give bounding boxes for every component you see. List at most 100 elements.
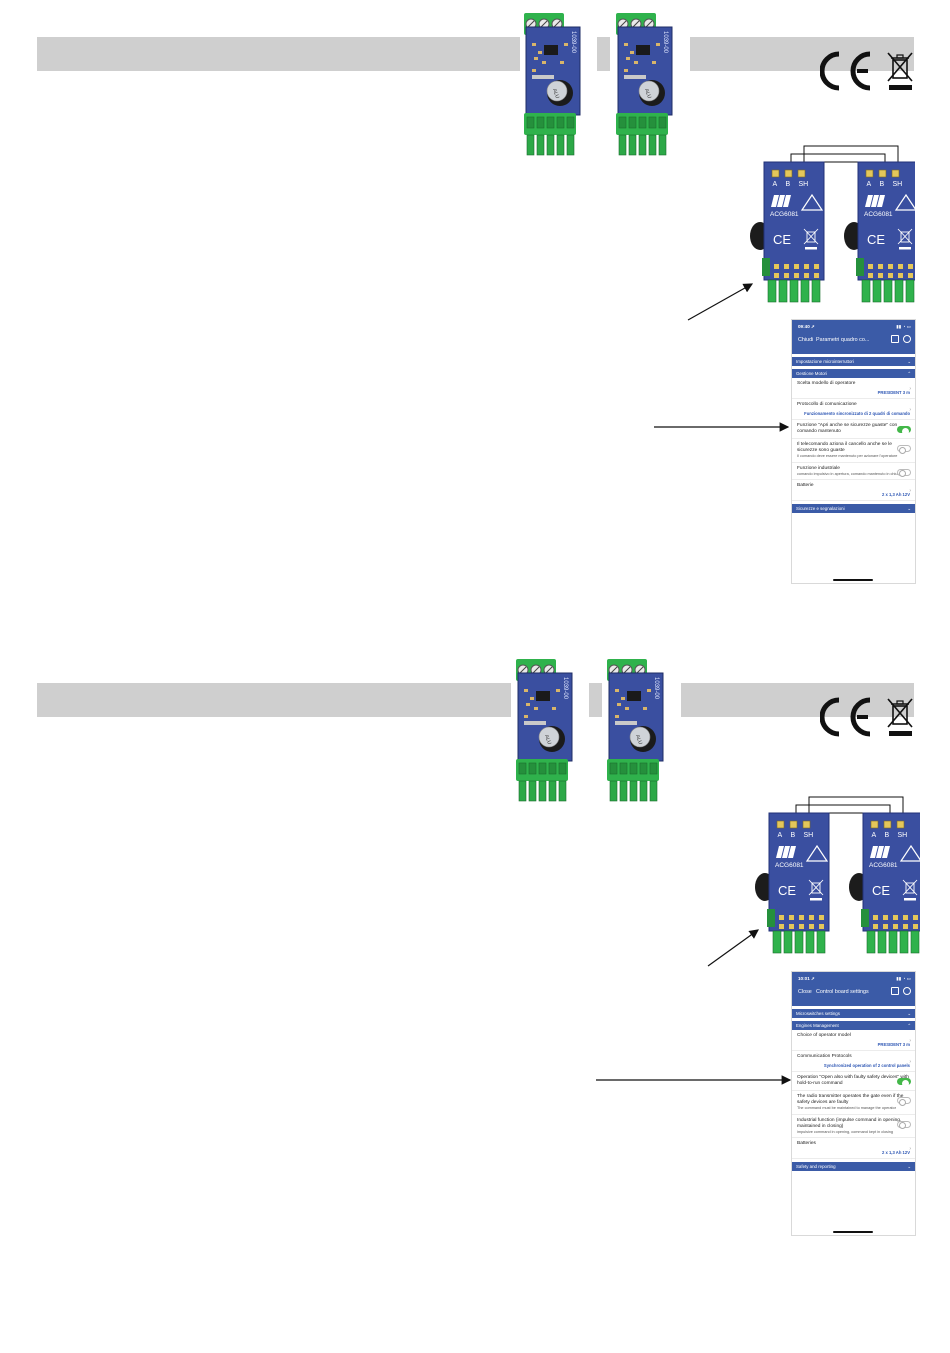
smd-component bbox=[647, 689, 651, 692]
solder-pad bbox=[814, 273, 819, 278]
status-icons: ▮▮ ◔ ▭ bbox=[896, 324, 911, 329]
board-model-label: ACG6081 bbox=[869, 862, 898, 869]
solder-pad bbox=[774, 273, 779, 278]
solder-pad bbox=[799, 915, 804, 920]
terminal-label: B bbox=[786, 181, 791, 188]
plug-pin bbox=[767, 279, 777, 303]
solder-pad bbox=[903, 924, 908, 929]
header-bar bbox=[37, 683, 511, 717]
ce-weee-marks bbox=[820, 697, 913, 737]
home-indicator bbox=[833, 1231, 873, 1233]
module-code: 1039-00 bbox=[562, 677, 568, 700]
brand-logo-icon bbox=[776, 846, 796, 858]
setting-toggle[interactable] bbox=[897, 468, 911, 478]
weee-bin-icon bbox=[902, 879, 918, 901]
save-icon[interactable] bbox=[891, 987, 899, 995]
setting-toggle[interactable] bbox=[897, 1078, 911, 1087]
brand-logo-icon bbox=[870, 846, 890, 858]
settings-group-header[interactable]: Microswitches settings⌄ bbox=[792, 1009, 915, 1018]
app-screenshot: 09:40 ➚ ▮▮ ◔ ▭ Chiudi Parametri quadro c… bbox=[791, 319, 916, 584]
setting-value: PRESIDENT 3 m bbox=[877, 1042, 910, 1047]
close-button[interactable]: Chiudi bbox=[798, 337, 814, 343]
settings-group-header[interactable]: Impostazione microinterruttori⌄ bbox=[792, 357, 915, 366]
settings-group-header[interactable]: Gestione Motori⌃ bbox=[792, 369, 915, 378]
save-icon[interactable] bbox=[891, 335, 899, 343]
plug-pin bbox=[618, 134, 627, 156]
setting-row[interactable]: Il telecomando aziona il cancello anche … bbox=[792, 439, 915, 463]
setting-description: Il comando deve essere mantenuto per azi… bbox=[797, 454, 898, 458]
plug-pin bbox=[899, 930, 909, 954]
status-time: 09:40 ➚ bbox=[798, 324, 815, 329]
solder-pad bbox=[903, 915, 908, 920]
setting-row[interactable]: The radio transmitter operates the gate … bbox=[792, 1091, 915, 1115]
solder-pad bbox=[873, 915, 878, 920]
app-title: Parametri quadro co... bbox=[816, 337, 870, 343]
settings-group-label: Sicurezze e segnalazioni bbox=[796, 506, 845, 512]
header-pins bbox=[532, 75, 554, 79]
close-button[interactable]: Close bbox=[798, 989, 812, 995]
solder-pad bbox=[898, 264, 903, 269]
capacitor-label: ALU bbox=[643, 88, 652, 100]
setting-toggle[interactable] bbox=[897, 445, 911, 454]
smd-component bbox=[534, 57, 538, 60]
module-code: 1039-00 bbox=[653, 677, 659, 700]
chip bbox=[636, 45, 650, 55]
history-icon[interactable] bbox=[903, 335, 911, 343]
smd-component bbox=[560, 61, 564, 64]
smd-component bbox=[626, 57, 630, 60]
setting-row[interactable]: Funzione "Apri anche se sicurezze guaste… bbox=[792, 420, 915, 439]
board-pcb bbox=[862, 812, 920, 932]
solder-pad bbox=[878, 273, 883, 278]
settings-group-header[interactable]: Sicurezze e segnalazioni⌄ bbox=[792, 504, 915, 514]
plug-pin bbox=[888, 930, 898, 954]
esd-warning-icon bbox=[894, 193, 915, 211]
setting-toggle[interactable] bbox=[897, 1120, 911, 1130]
setting-label: Il telecomando aziona il cancello anche … bbox=[797, 442, 892, 453]
smd-component bbox=[621, 697, 625, 700]
setting-row[interactable]: Industrial function (impulse command in … bbox=[792, 1115, 915, 1139]
terminal-pad bbox=[865, 169, 874, 178]
solder-pad bbox=[883, 924, 888, 929]
solder-pad bbox=[794, 264, 799, 269]
plug-pin bbox=[861, 279, 871, 303]
setting-label: Protocollo di comunicazione bbox=[797, 402, 857, 407]
weee-bin-icon bbox=[803, 228, 819, 250]
board-pcb bbox=[763, 161, 825, 281]
ce-mark-icon bbox=[820, 697, 871, 737]
plug-pin bbox=[629, 780, 638, 802]
smd-component bbox=[624, 69, 628, 72]
settings-group-header[interactable]: Safety and reporting⌄ bbox=[792, 1162, 915, 1172]
plug-pin bbox=[649, 780, 658, 802]
terminal-pad bbox=[789, 820, 798, 829]
ce-mark-icon: CE bbox=[867, 232, 885, 247]
plug-pin bbox=[639, 780, 648, 802]
smd-component bbox=[625, 707, 629, 710]
setting-label: Industrial function (impulse command in … bbox=[797, 1117, 902, 1129]
plug-pin bbox=[538, 780, 547, 802]
terminal-pad bbox=[802, 820, 811, 829]
history-icon[interactable] bbox=[903, 987, 911, 995]
setting-toggle[interactable] bbox=[897, 1097, 911, 1106]
settings-group-header[interactable]: Engines Management⌃ bbox=[792, 1021, 915, 1030]
plug-pin bbox=[528, 780, 537, 802]
module-code: 1039-00 bbox=[570, 31, 576, 54]
solder-pad bbox=[804, 264, 809, 269]
setting-row[interactable]: Operation "Open also with faulty safety … bbox=[792, 1072, 915, 1091]
smd-component bbox=[624, 43, 628, 46]
setting-toggle[interactable] bbox=[897, 426, 911, 435]
header-bar-segment bbox=[597, 37, 610, 71]
smd-component bbox=[630, 51, 634, 54]
smd-component bbox=[532, 43, 536, 46]
smd-component bbox=[534, 707, 538, 710]
